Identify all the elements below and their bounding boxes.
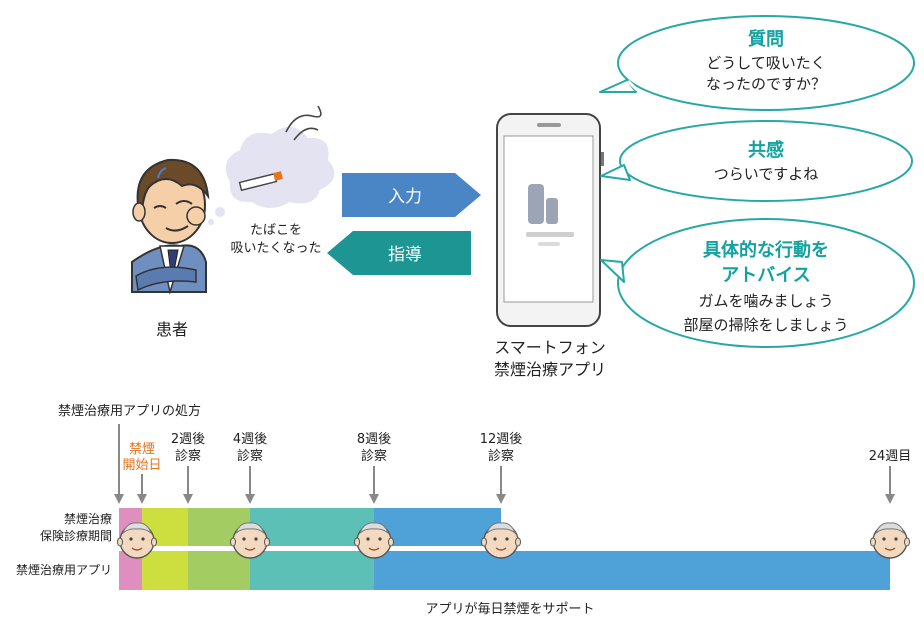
input-label: 入力: [388, 187, 422, 207]
bubble-advice: 具体的な行動を アトバイス ガムを噛みましょう 部屋の掃除をしましょう: [600, 218, 915, 348]
phone-label-line-2: 禁煙治療アプリ: [494, 360, 606, 379]
patient-illustration: [131, 158, 210, 295]
thought-cloud: [208, 105, 335, 225]
band-blue-app: [501, 551, 890, 590]
row-label-insurance-1: 禁煙治療: [64, 512, 112, 526]
checkup-4w-line-1: 4週後: [233, 432, 267, 447]
checkup-12w-line-2: 診察: [488, 448, 514, 464]
bubble-empathy: 共感 つらいですよね: [600, 120, 913, 202]
prescription-label: 禁煙治療用アプリの処方: [58, 403, 201, 419]
phone-label-line-1: スマートフォン: [494, 338, 606, 357]
bubble-question-title: 質問: [748, 28, 784, 50]
checkup-8w-line-1: 8週後: [357, 432, 391, 447]
bubble-advice-title-2: アトバイス: [721, 265, 810, 286]
guidance-arrow: 指導: [327, 231, 471, 275]
input-arrow: 入力: [342, 173, 481, 217]
start-label-line-2: 開始日: [122, 458, 161, 473]
guidance-label: 指導: [388, 245, 422, 265]
timeline-bands: [119, 508, 890, 590]
checkup-2w-line-2: 診察: [175, 448, 201, 464]
checkup-24w-label: 24週目: [869, 449, 912, 464]
patient-label: 患者: [156, 320, 188, 339]
row-label-insurance-2: 保険診療期間: [40, 528, 112, 543]
bubble-advice-body-2: 部屋の掃除をしましょう: [683, 316, 848, 334]
start-label-line-1: 禁煙: [129, 442, 155, 457]
app-logo-icon: [526, 184, 574, 246]
bubble-question-body-1: どうして吸いたく: [706, 54, 826, 72]
bubble-empathy-body: つらいですよね: [714, 165, 819, 183]
footer-text: アプリが毎日禁煙をサポート: [425, 601, 594, 617]
bubble-advice-body-1: ガムを噛みましょう: [698, 292, 833, 310]
bubble-question: 質問 どうして吸いたく なったのですか？: [599, 15, 915, 111]
smartphone: [496, 113, 604, 327]
checkup-12w-line-1: 12週後: [480, 432, 523, 447]
checkup-4w-line-2: 診察: [237, 448, 263, 464]
bubble-empathy-title: 共感: [748, 139, 784, 161]
checkup-8w-line-2: 診察: [361, 448, 387, 464]
checkup-2w-line-1: 2週後: [171, 432, 205, 447]
timeline-arrows: [114, 424, 895, 504]
row-label-app: 禁煙治療用アプリ: [16, 563, 112, 577]
bubble-advice-title-1: 具体的な行動を: [703, 239, 829, 261]
thought-text-line-2: 吸いたくなった: [230, 241, 321, 256]
thought-text-line-1: たばこを: [250, 223, 302, 238]
bubble-question-body-2: なったのですか？: [706, 75, 826, 93]
